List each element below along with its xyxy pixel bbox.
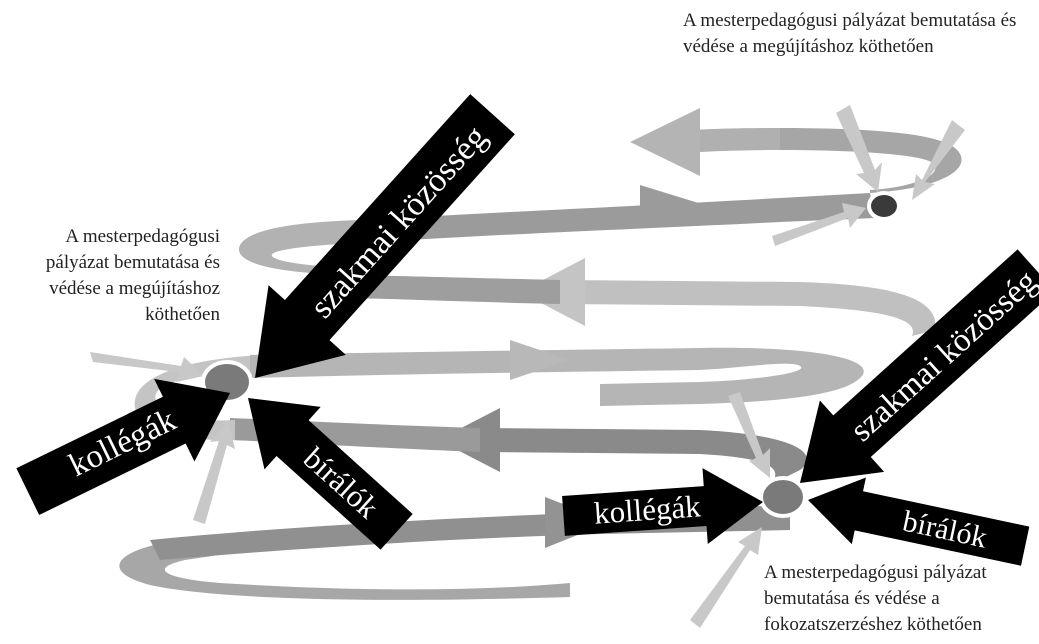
ribbon-second-forward: [250, 347, 864, 406]
ribbon-second-arrowhead: [510, 340, 570, 380]
ribbon-top-arrowhead: [640, 185, 705, 228]
label-colleagues-lower: kollégák: [593, 488, 702, 530]
ribbon-top-curl: [780, 128, 962, 193]
caption-bottom: A mesterpedagógusi pályázat bemutatása é…: [764, 562, 987, 635]
ribbon-second-back-left: [350, 275, 560, 304]
pointer-arrow: [912, 120, 965, 200]
pointer-arrow: [728, 392, 770, 478]
ribbon-third-back: [480, 428, 807, 485]
ribbon-top-forward: [360, 193, 875, 243]
ribbon-top-left-loop: [238, 220, 360, 275]
pointer-arrows: [90, 105, 965, 628]
caption-top: A mesterpedagógusi pályázat bemutatása é…: [683, 10, 1017, 57]
ribbon-top-back-arrowhead: [630, 108, 700, 176]
pointer-arrow: [193, 420, 235, 524]
pointer-arrow: [690, 527, 762, 628]
ribbon-second-back: [560, 280, 936, 336]
caption-left: A mesterpedagógusi pályázat bemutatása é…: [45, 226, 220, 325]
pointer-arrow: [772, 203, 866, 246]
node-top: [867, 191, 901, 221]
arrow-colleagues-lower: [562, 468, 763, 544]
ribbon-top-back: [680, 128, 780, 153]
pointer-arrow: [836, 105, 882, 192]
node-lower: [759, 476, 807, 518]
arrow-colleagues-left: [16, 378, 230, 516]
pointer-arrow: [90, 352, 204, 382]
